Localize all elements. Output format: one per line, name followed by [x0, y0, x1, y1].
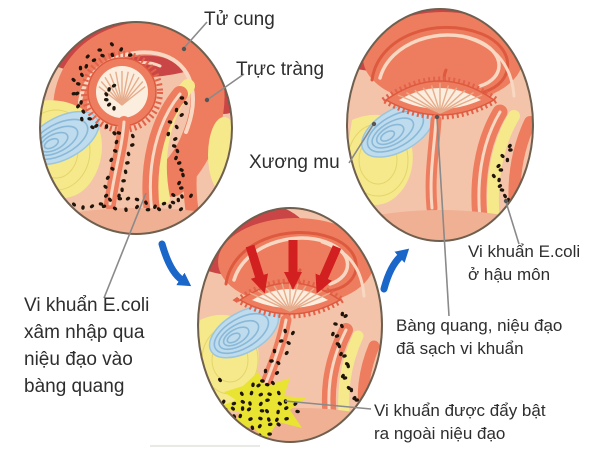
rectum-canal	[183, 95, 219, 223]
leader-anus	[505, 201, 520, 245]
panel-clean	[347, 9, 533, 241]
leader-clean	[436, 117, 450, 317]
bacteria-cluster	[71, 42, 193, 212]
panel-clean-border	[346, 8, 534, 242]
panel-infection	[40, 22, 232, 234]
leader-pubic-bone	[348, 124, 374, 164]
panel-flush-border	[197, 207, 383, 443]
panel-infection-border	[39, 21, 233, 235]
pubic-bone	[40, 110, 100, 166]
label-invasion: Vi khuẩn E.coli xâm nhập qua niệu đạo và…	[24, 295, 150, 397]
flow-arrow-left-icon	[158, 240, 192, 287]
label-pubic-bone: Xương mu	[249, 152, 340, 173]
leader-uterus	[183, 21, 208, 49]
leader-lines	[103, 21, 520, 410]
flow-arrows	[158, 240, 410, 293]
label-uterus: Tử cung	[204, 9, 275, 30]
leader-rectum	[206, 73, 245, 101]
shadow-smudge	[150, 445, 260, 447]
panel-flush	[198, 208, 382, 442]
pressure-arrows	[245, 240, 342, 294]
flow-arrow-right-icon	[380, 248, 410, 293]
leader-flush	[284, 400, 372, 410]
label-rectum: Trực tràng	[236, 59, 325, 80]
leader-invasion	[103, 192, 147, 299]
label-anus-bacteria: Vi khuẩn E.coli ở hậu môn	[468, 242, 581, 284]
label-flushed-bacteria: Vi khuẩn được đẩy bật ra ngoài niệu đạo	[374, 401, 546, 443]
label-clean-bladder: Bàng quang, niệu đạo đã sạch vi khuẩn	[396, 316, 563, 358]
